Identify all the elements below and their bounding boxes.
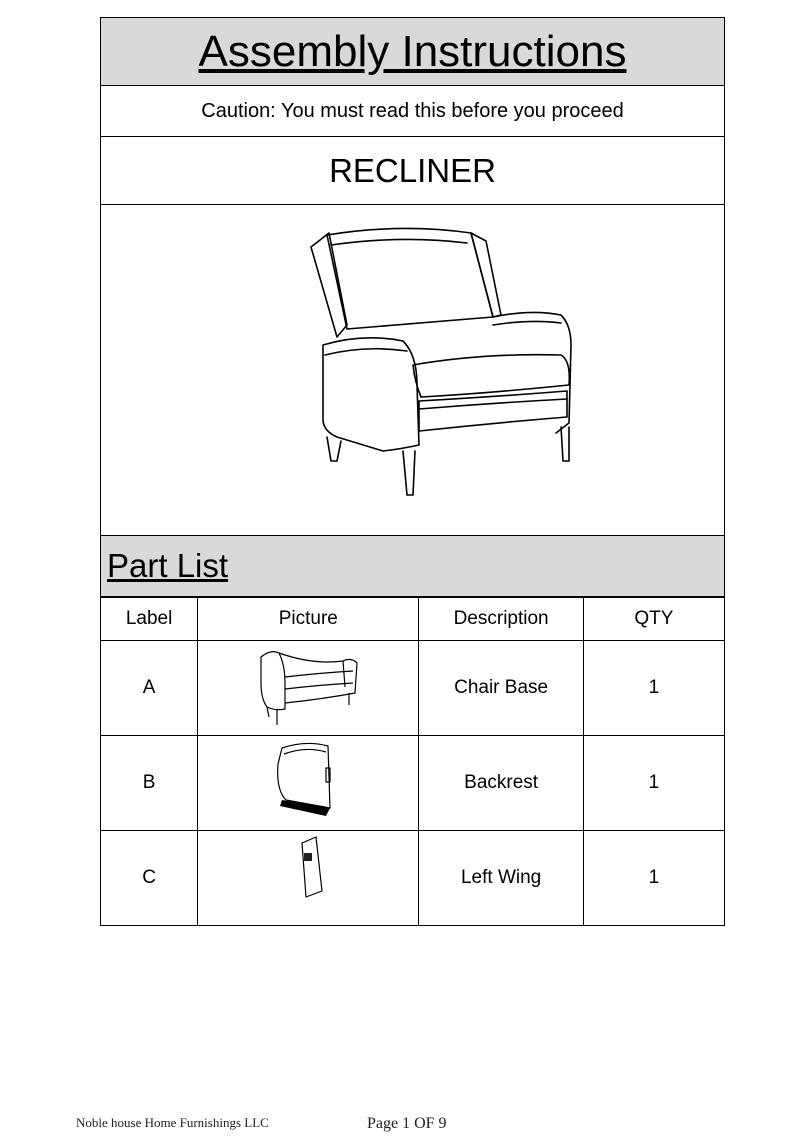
instruction-sheet: Assembly Instructions Caution: You must … (99, 17, 726, 926)
part-label: A (99, 640, 199, 736)
part-description: Backrest (418, 735, 584, 831)
part-description: Chair Base (418, 640, 584, 736)
document-title: Assembly Instructions (198, 26, 627, 76)
product-illustration-row (101, 205, 724, 536)
part-label: B (99, 735, 199, 831)
part-qty: 1 (582, 830, 726, 926)
recliner-illustration (310, 227, 572, 496)
header-frame: Assembly Instructions Caution: You must … (100, 17, 725, 597)
footer-company: Noble house Home Furnishings LLC (76, 1115, 269, 1130)
caution-row: Caution: You must read this before you p… (101, 86, 724, 137)
part-list-banner: Part List (101, 536, 724, 597)
column-header-picture: Picture (197, 597, 420, 641)
part-picture (197, 640, 420, 736)
part-picture (197, 735, 420, 831)
title-banner: Assembly Instructions (101, 18, 724, 86)
column-header-label: Label (99, 597, 199, 641)
backrest-icon (277, 742, 331, 816)
part-picture (197, 830, 420, 926)
product-row: RECLINER (101, 137, 724, 205)
part-qty: 1 (582, 640, 726, 736)
left-wing-icon (301, 836, 323, 898)
column-header-description: Description (418, 597, 584, 641)
part-label: C (99, 830, 199, 926)
part-qty: 1 (582, 735, 726, 831)
column-header-qty: QTY (582, 597, 726, 641)
table-row: C Left Wing 1 (99, 830, 726, 926)
chair-base-icon (260, 651, 358, 725)
caution-text: Caution: You must read this before you p… (201, 99, 624, 122)
parts-table: Label Picture Description QTY A (99, 597, 726, 926)
footer-page-number: Page 1 OF 9 (367, 1115, 447, 1132)
part-description: Left Wing (418, 830, 584, 926)
product-name: RECLINER (329, 151, 496, 189)
table-row: A Chair Base 1 (99, 640, 726, 736)
part-list-title: Part List (107, 547, 229, 584)
parts-table-header: Label Picture Description QTY (99, 597, 726, 641)
table-row: B Backrest 1 (99, 735, 726, 831)
